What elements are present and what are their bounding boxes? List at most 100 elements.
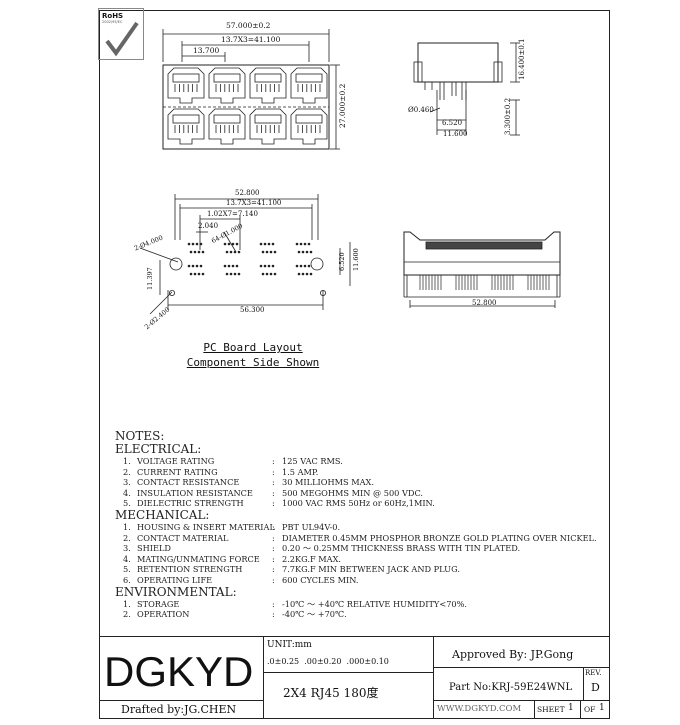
notes-item-number: 2. [123, 609, 131, 620]
pcb-pin-hole [233, 250, 237, 254]
notes-item-key: OPERATION [137, 609, 190, 620]
rohs-logo-text: RoHS [102, 12, 124, 20]
pcb-pin-hole [271, 242, 275, 246]
dim-pitch-span: 13.7X3=41.100 [221, 35, 281, 44]
pcb-caption-line1: PC Board Layout [203, 341, 303, 354]
notes-item-number: 2. [123, 532, 131, 543]
pcb-pin-hole [233, 272, 237, 276]
pcb-pin-hole [187, 264, 191, 268]
notes-item-colon: : [272, 532, 275, 543]
pcb-pin-hole [231, 242, 235, 246]
pcb-pin-hole [273, 250, 277, 254]
pcb-pin-hole [259, 242, 263, 246]
checkmark-icon [105, 21, 139, 57]
notes-item-value: 500 MEGOHMS MIN @ 500 VDC. [282, 487, 424, 498]
pcb-pin-hole [305, 272, 309, 276]
pcb-pin-hole [297, 250, 301, 254]
pcb-caption-line2: Component Side Shown [186, 356, 320, 369]
front-dim-width: 52.800 [472, 299, 497, 307]
sheet-border [99, 10, 610, 719]
pcb-pin-hole [189, 272, 193, 276]
website: WWW.DGKYD.COM [437, 704, 522, 714]
pcb-pin-hole [261, 250, 265, 254]
notes-item-number: 6. [123, 574, 131, 585]
pcb-pin-hole [303, 242, 307, 246]
pcb-dim-pitch-span: 13.7X3=41.100 [226, 199, 282, 207]
notes-item-key: HOUSING & INSERT MATERIAL [137, 521, 275, 532]
notes-item-number: 2. [123, 466, 131, 477]
pcb-pin-hole [199, 264, 203, 268]
notes-item-colon: : [272, 543, 275, 554]
pcb-pin-hole [231, 264, 235, 268]
pcb-dim-vertical-1: 11.397 [146, 267, 154, 290]
pcb-pin-hole [227, 264, 231, 268]
notes-item-key: CONTACT MATERIAL [137, 532, 229, 543]
notes-item-colon: : [272, 609, 275, 620]
pcb-pin-hole [259, 264, 263, 268]
dim-side-height: 16.400±0.1 [518, 38, 526, 81]
notes-item-colon: : [272, 574, 275, 585]
notes-item: 1.STORAGE-10℃ ～ +40℃ RELATIVE HUMIDITY<7… [115, 599, 585, 610]
notes-item-number: 5. [123, 564, 131, 575]
notes-item-value: 0.20 ～ 0.25MM THICKNESS BRASS WITH TIN P… [282, 543, 521, 554]
notes-item-number: 3. [123, 477, 131, 488]
pcb-holes [187, 242, 313, 276]
notes-item: 2.OPERATION-40℃ ～ +70℃.: [115, 609, 585, 620]
pcb-pin-hole [187, 242, 191, 246]
rj45-port [167, 108, 205, 145]
pcb-pin-hole [195, 242, 199, 246]
pcb-pin-hole [271, 264, 275, 268]
notes-item-colon: : [272, 487, 275, 498]
notes-item-colon: : [272, 477, 275, 488]
notes-item-colon: : [272, 598, 275, 609]
notes-item-number: 5. [123, 498, 131, 509]
sheet-number: 1 [568, 703, 574, 713]
pcb-dim-pin-span: 1.02X7=7.140 [207, 210, 258, 218]
pcb-pin-hole [307, 264, 311, 268]
pcb-dim-pin-gap: 2.040 [198, 222, 219, 230]
pcb-pin-hole [299, 242, 303, 246]
notes-item-key: STORAGE [137, 598, 180, 609]
notes-item-value: 2.2KG.F MAX. [282, 553, 341, 564]
pcb-pin-hole [297, 272, 301, 276]
dim-pin-spacing: 6.520 [442, 119, 463, 127]
top-view-ports [167, 67, 328, 145]
rohs-logo-subtext: 2002/95/EC [102, 20, 123, 24]
pcb-caption: PC Board Layout Component Side Shown [174, 340, 332, 370]
notes-item-value: 1.5 AMP. [282, 466, 319, 477]
pcb-dim-vertical-2: 6.520 [338, 252, 346, 271]
rj45-port [208, 67, 246, 104]
pcb-pin-hole [223, 264, 227, 268]
rj45-port [208, 108, 246, 145]
notes-item-number: 4. [123, 553, 131, 564]
rj45-port [290, 108, 328, 145]
notes-section-heading: ENVIRONMENTAL: [115, 584, 237, 599]
pcb-pin-hole [235, 264, 239, 268]
pcb-pin-hole [295, 264, 299, 268]
part-description: 2X4 RJ45 180度 [283, 686, 379, 700]
rev-label: REV. [585, 669, 602, 677]
dim-height: 27.000±0.2 [338, 83, 347, 128]
pcb-pin-hole [309, 272, 313, 276]
notes-item-value: DIAMETER 0.45MM PHOSPHOR BRONZE GOLD PLA… [282, 532, 597, 543]
of-label: OF [584, 705, 596, 714]
notes-item-key: CONTACT RESISTANCE [137, 477, 240, 488]
pcb-pin-hole [197, 250, 201, 254]
pcb-pin-hole [229, 272, 233, 276]
notes-item-key: SHIELD [137, 543, 171, 554]
pcb-pin-hole [265, 250, 269, 254]
pcb-pin-hole [237, 272, 241, 276]
pcb-pin-hole [225, 250, 229, 254]
notes-item-colon: : [272, 498, 275, 509]
pcb-pin-hole [227, 242, 231, 246]
pcb-pin-hole [267, 264, 271, 268]
notes-item: 2. CONTACT MATERIAL DIAMETER 0.45MM PHOSPH… [115, 532, 597, 544]
notes-item-value: PBT UL94V-0. [282, 521, 341, 532]
pcb-pin-hole [191, 242, 195, 246]
front-view [403, 231, 561, 298]
pcb-pin-hole [193, 250, 197, 254]
